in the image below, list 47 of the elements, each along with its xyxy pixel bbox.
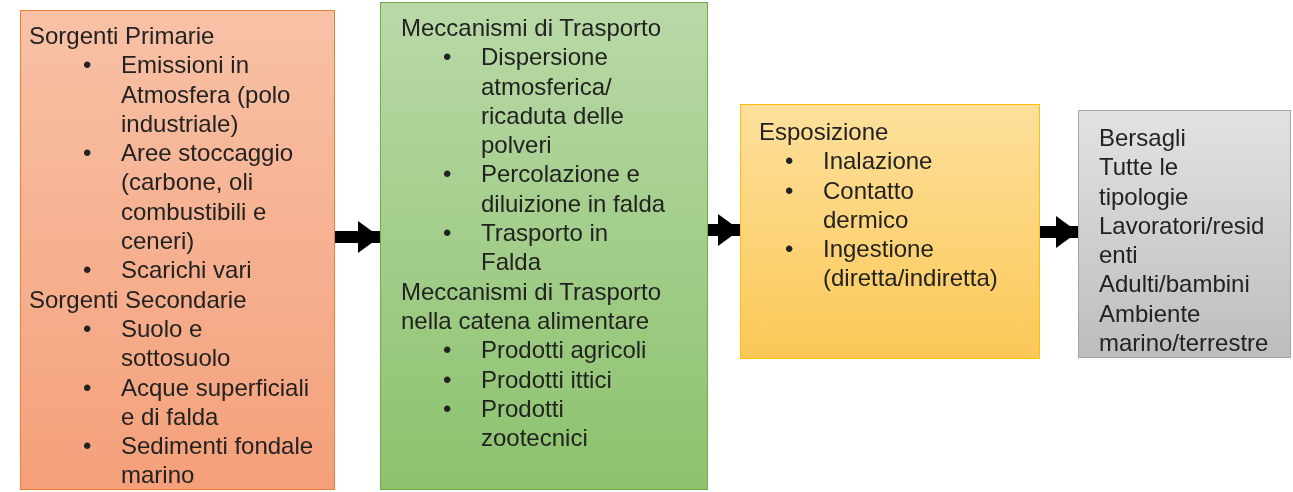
bullet-marker: • (785, 234, 794, 264)
bullet-marker: • (785, 175, 794, 205)
bullet-item: Dispersione atmosferica/ ricaduta delle polveri (481, 42, 625, 160)
heading-text: Adulti/bambini (1099, 269, 1251, 299)
bullet-item: Prodotti zootecnici (481, 393, 589, 453)
heading-text: Meccanismi di Trasporto (401, 13, 663, 43)
bullet-marker: • (83, 255, 92, 285)
arrow (1040, 216, 1078, 248)
bullet-item: Trasporto in Falda (481, 218, 610, 277)
bullet-marker: • (443, 393, 452, 424)
bullet-marker: • (443, 42, 452, 72)
bullet-item: Aree stoccaggio (carbone, oli combustibili e ceneri) (121, 138, 295, 256)
bullet-marker: • (83, 431, 92, 461)
bullet-marker: • (83, 313, 92, 344)
bullet-marker: • (443, 364, 452, 394)
bullet-marker: • (443, 159, 452, 189)
bullet-item: Acque superficiali e di falda (121, 372, 311, 432)
bullet-item: Contatto dermico (823, 175, 915, 235)
heading-text: Bersagli (1099, 123, 1187, 153)
bullet-marker: • (83, 372, 92, 402)
bullet-marker: • (83, 138, 92, 168)
bullet-item: Sedimenti fondale marino (121, 431, 315, 490)
process-box (380, 2, 708, 490)
bullet-item: Scarichi vari (121, 255, 253, 285)
heading-text: Sorgenti Primarie (29, 21, 216, 51)
process-box (20, 10, 335, 490)
heading-text: Lavoratori/residenti (1099, 210, 1266, 270)
arrow (708, 214, 740, 246)
bullet-item: Inalazione (823, 146, 934, 176)
process-box (740, 104, 1040, 359)
bullet-marker: • (443, 335, 452, 365)
heading-text: Meccanismi di Trasporto nella catena alimentare (401, 276, 663, 336)
heading-text: Sorgenti Secondarie (29, 284, 248, 314)
process-box (1078, 110, 1291, 358)
bullet-marker: • (785, 146, 794, 176)
bullet-item: Emissioni in Atmosfera (polo industriale) (121, 50, 292, 139)
heading-text: Esposizione (759, 117, 890, 147)
bullet-item: Ingestione (diretta/indiretta) (823, 234, 999, 293)
bullet-marker: • (443, 218, 452, 248)
bullet-item: Percolazione e diluizione in falda (481, 159, 667, 219)
heading-text: Ambiente marino/terrestre (1099, 298, 1270, 358)
heading-text: Tutte le tipologie (1099, 152, 1190, 211)
arrow (335, 221, 380, 253)
bullet-marker: • (83, 50, 92, 80)
bullet-item: Prodotti ittici (481, 364, 613, 394)
bullet-item: Prodotti agricoli (481, 335, 648, 365)
bullet-item: Suolo e sottosuolo (121, 313, 232, 373)
